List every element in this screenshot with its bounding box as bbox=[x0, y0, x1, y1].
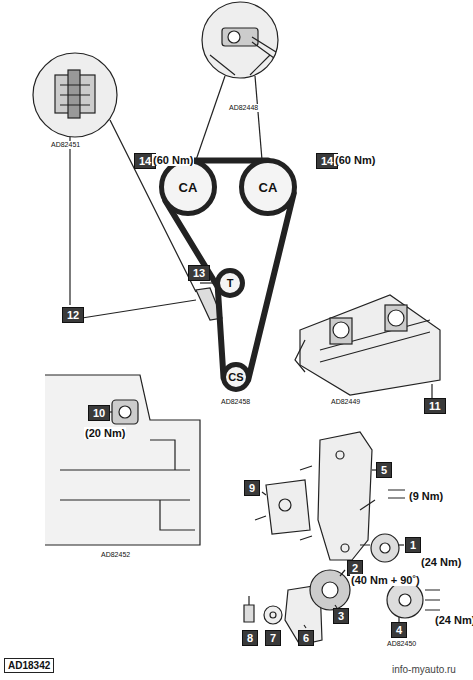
callout-number: 12 bbox=[62, 307, 84, 323]
watermark: info-myauto.ru bbox=[392, 664, 456, 675]
callout-number: 4 bbox=[391, 622, 407, 638]
callout-number: 1 bbox=[405, 537, 421, 553]
pulley-label: T bbox=[227, 277, 234, 289]
timing-belt bbox=[248, 193, 294, 380]
figure-number: AD18342 bbox=[4, 658, 54, 673]
callout-number: 11 bbox=[424, 398, 446, 414]
pulley-label: CS bbox=[228, 371, 243, 383]
callout-number: 3 bbox=[333, 608, 349, 624]
torque-value: (20 Nm) bbox=[84, 427, 126, 439]
pulley-label: CA bbox=[179, 180, 198, 195]
figure-code: AD82458 bbox=[220, 398, 251, 406]
torque-value: (24 Nm) bbox=[434, 614, 473, 626]
callout-number: 10 bbox=[88, 405, 110, 421]
pulley-circle: CS bbox=[221, 362, 251, 392]
pulley-circle: CA bbox=[239, 158, 297, 216]
figure-code: AD82451 bbox=[50, 141, 81, 149]
callout-number: 6 bbox=[298, 630, 314, 646]
figure-code: AD82448 bbox=[228, 104, 259, 112]
pulley-circle: CA bbox=[159, 158, 217, 216]
torque-value: (60 Nm) bbox=[334, 154, 376, 166]
torque-value: (40 Nm + 90˚) bbox=[350, 574, 421, 586]
figure-code: AD82452 bbox=[100, 551, 131, 559]
callout-number: 8 bbox=[242, 630, 258, 646]
callout-number: 13 bbox=[188, 265, 210, 281]
pulley-circle: T bbox=[215, 268, 245, 298]
timing-belt bbox=[218, 284, 224, 378]
callout-number: 7 bbox=[265, 630, 281, 646]
pulley-label: CA bbox=[259, 180, 278, 195]
torque-value: (60 Nm) bbox=[152, 154, 194, 166]
torque-value: (9 Nm) bbox=[408, 490, 444, 502]
figure-code: AD82450 bbox=[386, 640, 417, 648]
figure-code: AD82449 bbox=[330, 398, 361, 406]
callout-number: 5 bbox=[376, 462, 392, 478]
callout-number: 9 bbox=[244, 480, 260, 496]
torque-value: (24 Nm) bbox=[420, 556, 462, 568]
